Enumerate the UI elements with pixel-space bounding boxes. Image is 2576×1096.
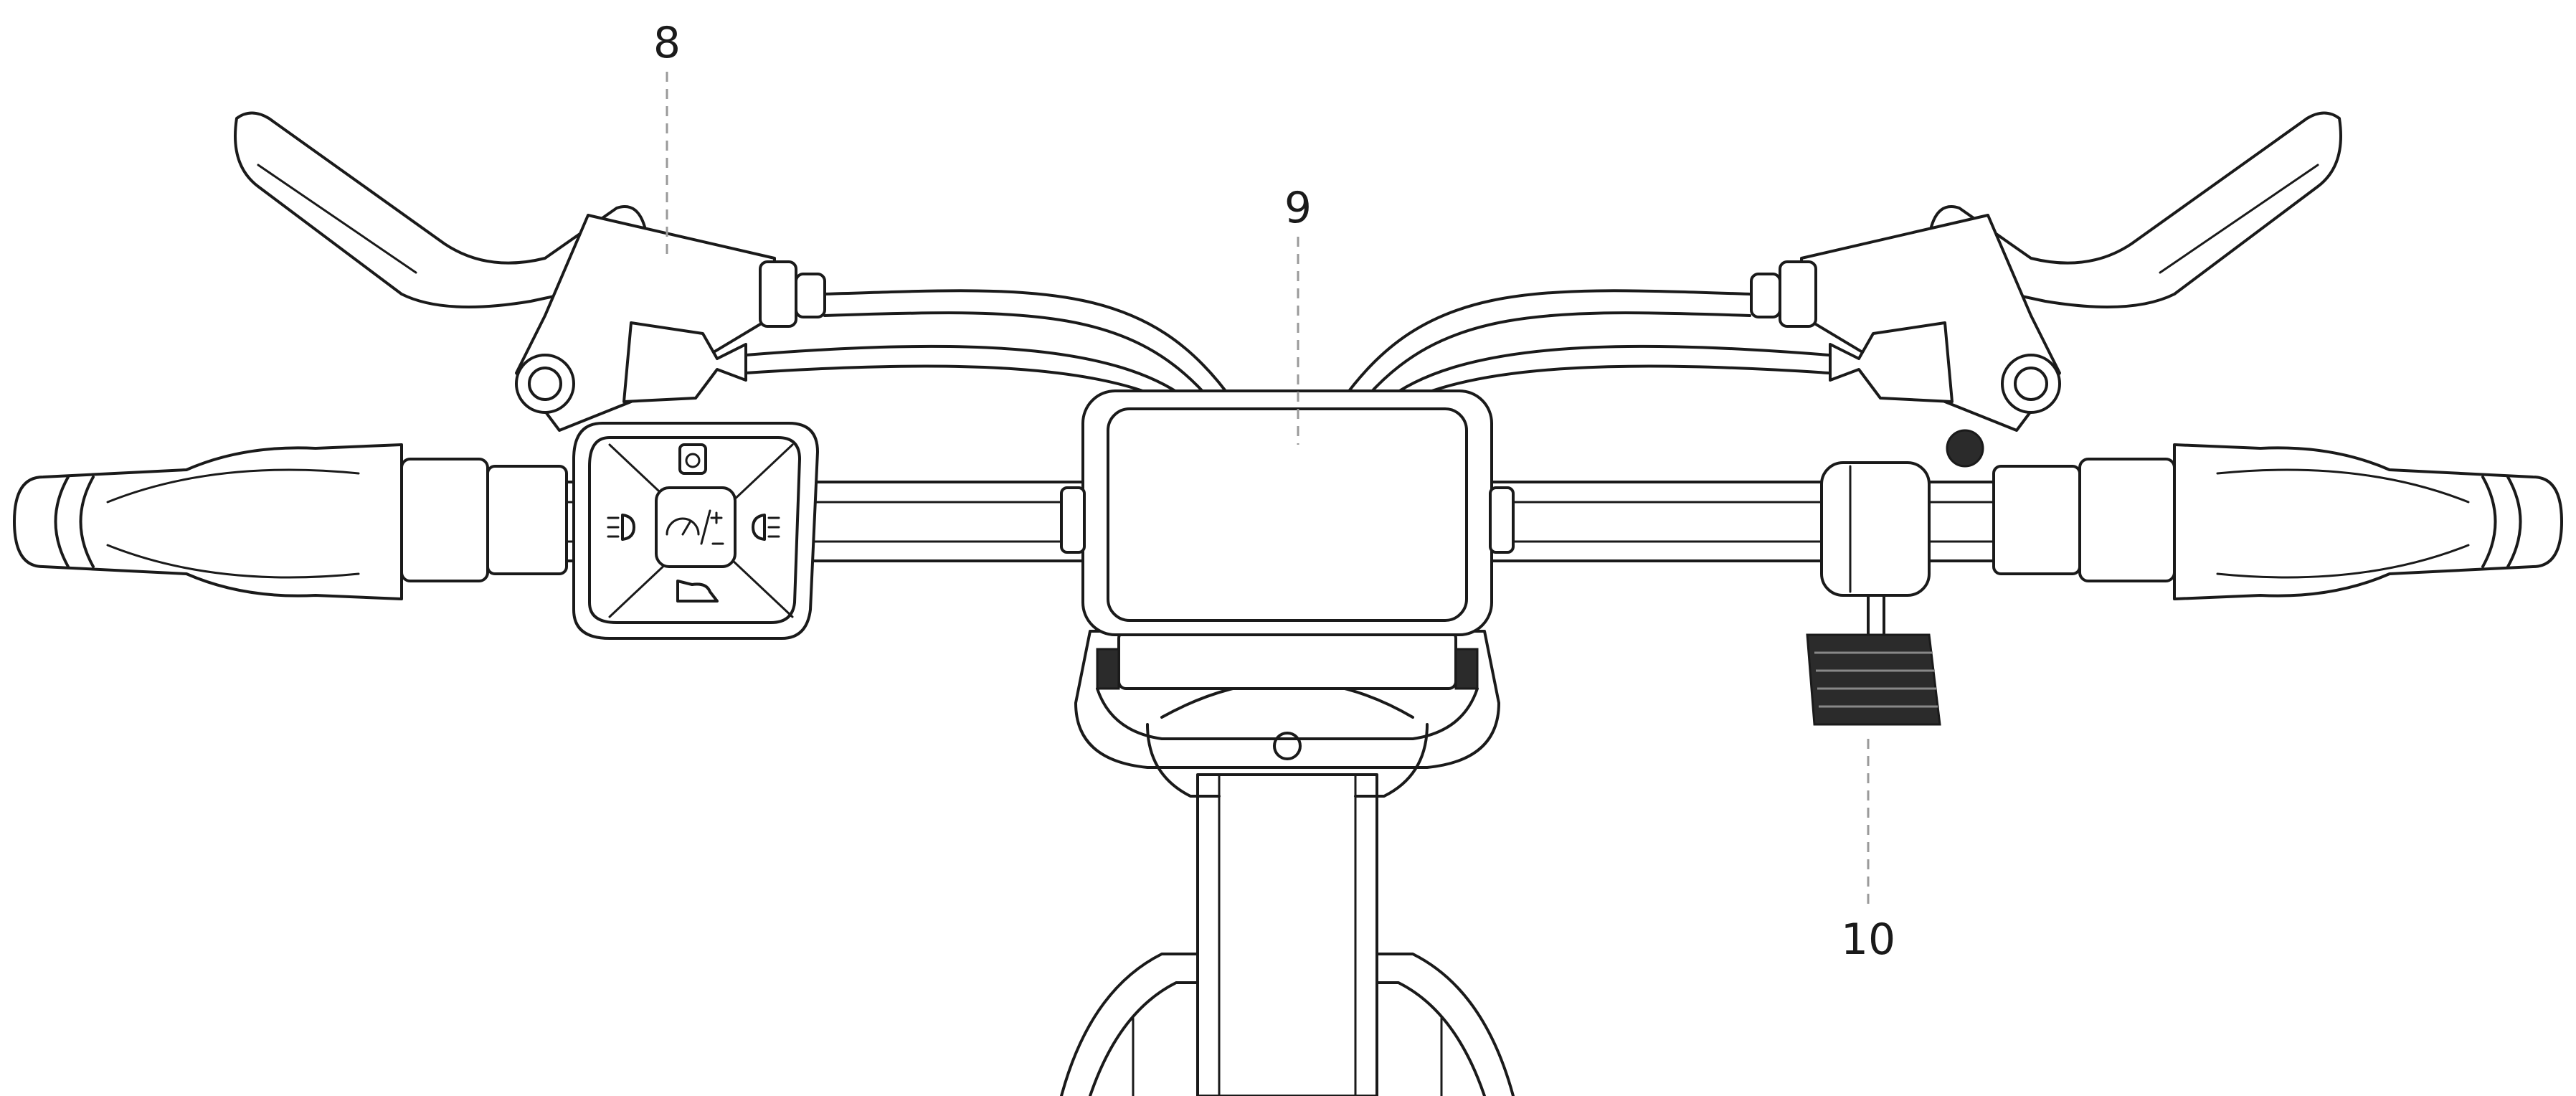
left-brake-lever [234, 111, 826, 432]
callout-label: 10 [1841, 915, 1895, 965]
callout-9: 9 [1284, 183, 1312, 445]
callout-label: 8 [653, 18, 681, 68]
callout-8: 8 [653, 18, 681, 258]
stem [1060, 773, 1515, 1096]
horn-icon [676, 580, 719, 603]
speedometer-plus-minus-icon [666, 509, 724, 545]
callout-10: 10 [1841, 739, 1895, 965]
headlight-icon [607, 514, 635, 541]
callout-label: 9 [1284, 183, 1312, 233]
high-beam-icon [752, 514, 780, 541]
power-icon [678, 443, 707, 475]
display [1060, 389, 1515, 798]
right-brake-lever [1750, 111, 2342, 468]
right-grip [1820, 443, 2563, 600]
left-grip [13, 443, 568, 600]
control-pad [572, 422, 819, 640]
thumb-throttle [1806, 594, 1941, 726]
brake-cables [744, 289, 1830, 407]
